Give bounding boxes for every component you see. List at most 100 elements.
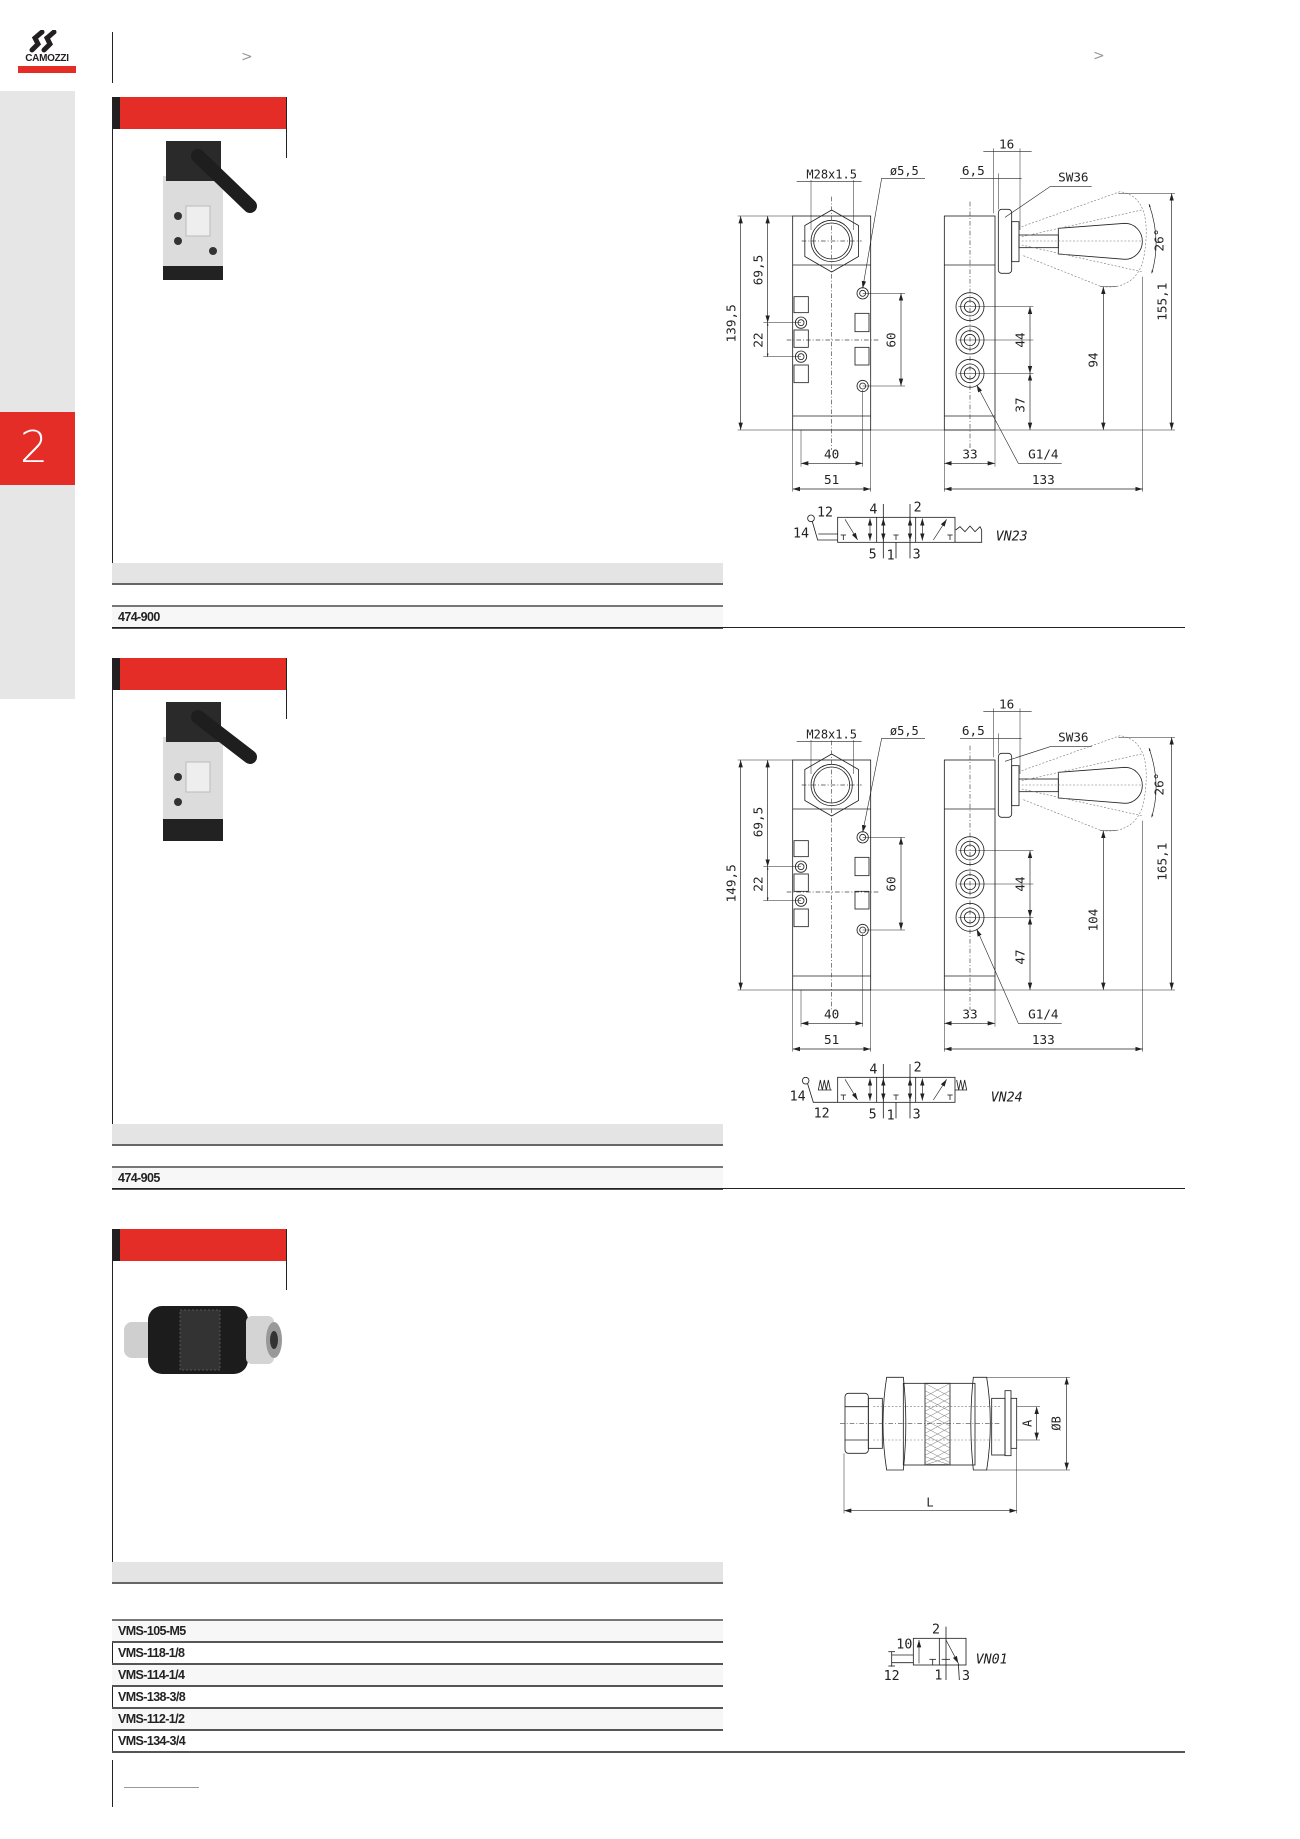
dimension-label: 51: [824, 1032, 839, 1047]
leader-line: [861, 178, 925, 289]
knurl-hatch: [924, 1434, 951, 1449]
leader-line: [976, 928, 1062, 1024]
product-table: 474-900: [112, 563, 723, 629]
chevron-right-icon[interactable]: >: [1093, 48, 1105, 64]
lever-stem: [1018, 778, 1059, 793]
knurl-hatch: [924, 1397, 951, 1412]
dimension-label: 40: [824, 446, 839, 461]
table-row[interactable]: VMS-138-3/8: [112, 1687, 723, 1709]
port-fitting: [793, 873, 809, 892]
leader-line: [1004, 186, 1092, 218]
angle-dimension: [1148, 203, 1157, 274]
knurl-hatch: [924, 1405, 951, 1419]
dimension-label: 14: [790, 1090, 806, 1105]
port-fitting: [793, 840, 809, 858]
dimension-label: 44: [1012, 876, 1027, 892]
dimension-label: 69,5: [750, 255, 765, 285]
dimension-label: 12: [884, 1669, 900, 1684]
leader-line: [976, 384, 1062, 464]
dimension-label: 3: [913, 1107, 921, 1120]
table-subheader: [112, 1146, 723, 1168]
knurl-hatch: [924, 1449, 951, 1463]
bushing: [1011, 221, 1020, 263]
stem-end: [1010, 1397, 1018, 1449]
header-box-edge: [286, 97, 287, 158]
lever-swing-envelope: [1021, 191, 1147, 288]
knurl-hatch: [924, 1427, 951, 1441]
lever-swing-line: [1021, 244, 1142, 272]
dimension-label: 47: [1012, 949, 1027, 964]
dimension-label: SW36: [1058, 170, 1088, 185]
table-row[interactable]: VMS-112-1/2: [112, 1709, 723, 1731]
dimension-label: 94: [1086, 352, 1101, 368]
spring-symbol: [955, 1079, 968, 1091]
dimension-label: 10: [896, 1637, 912, 1652]
manual-valve-lever-photo: [163, 141, 257, 280]
leader-line: [1004, 746, 1092, 762]
dimension-label: 5: [869, 1107, 877, 1120]
sleeve-body: [902, 1382, 976, 1466]
lock-nut: [997, 752, 1013, 818]
lever-symbol: [807, 1083, 838, 1103]
table-header: [112, 1124, 723, 1146]
port-fitting: [854, 856, 870, 877]
section-divider: [112, 627, 1185, 628]
footer-rule: [124, 1787, 199, 1788]
knurled-grip: [924, 1382, 951, 1466]
section-divider: [112, 1188, 1185, 1189]
flow-arrow: [945, 1639, 959, 1664]
sleeve-flange: [970, 1376, 991, 1471]
dimension-label: 40: [824, 1006, 839, 1021]
section-header-bar: [112, 97, 286, 129]
section-header-bar: [112, 1229, 286, 1261]
knurl-hatch: [924, 1456, 951, 1466]
dimension-label: 149,5: [725, 864, 739, 902]
camozzi-logo-icon: [18, 29, 76, 73]
product-table: 474-905: [112, 1124, 723, 1190]
dimension-label: ø5,5: [890, 724, 919, 738]
dimension-label: 12: [814, 1106, 830, 1120]
table-row[interactable]: 474-905: [112, 1168, 723, 1190]
dimension-label: L: [926, 1496, 933, 1510]
lever-stem: [1018, 234, 1059, 249]
symbol-code: VN24: [991, 1091, 1023, 1106]
dimension-label: 1: [934, 1668, 942, 1683]
sleeve-valve-photo: [124, 1306, 282, 1374]
table-row[interactable]: VMS-134-3/4: [112, 1731, 723, 1753]
dimension-label: 1: [887, 548, 895, 560]
table-row[interactable]: VMS-114-1/4: [112, 1665, 723, 1687]
chevron-right-icon[interactable]: >: [241, 49, 253, 65]
table-row[interactable]: VMS-118-1/8: [112, 1643, 723, 1665]
product-table: VMS-105-M5 VMS-118-1/8 VMS-114-1/4 VMS-1…: [112, 1562, 723, 1753]
dimension-label: 44: [1012, 332, 1027, 348]
symbol-code: VN23: [996, 530, 1028, 545]
dimension-label: 4: [869, 502, 877, 517]
section-frame: [112, 1229, 113, 1752]
chapter-tab[interactable]: 2: [0, 412, 75, 485]
flow-arrow: [933, 1079, 947, 1101]
dimension-label: A: [1021, 1419, 1035, 1427]
table-row[interactable]: VMS-105-M5: [112, 1621, 723, 1643]
bushing: [1011, 765, 1020, 807]
dimension-label: 5: [869, 547, 877, 560]
section-frame: [112, 658, 113, 1189]
chapter-number: 2: [20, 422, 48, 473]
dimension-label: 33: [962, 446, 977, 461]
table-row[interactable]: 474-900: [112, 607, 723, 629]
dimension-label: G1/4: [1028, 1006, 1059, 1021]
dimension-label: M28x1.5: [806, 167, 857, 181]
dimension-label: 4: [869, 1062, 877, 1077]
dimension-label: 22: [750, 876, 765, 891]
knurl-hatch: [924, 1383, 951, 1397]
flow-arrow: [844, 1079, 858, 1101]
dimension-label: 69,5: [750, 807, 765, 837]
dimension-label: SW36: [1058, 730, 1088, 745]
footer-divider: [112, 1760, 113, 1807]
chapter-sidebar: [0, 91, 75, 699]
port-fitting: [854, 312, 870, 333]
header-divider: [112, 32, 113, 83]
camozzi-logo[interactable]: CAMOZZI: [18, 29, 76, 74]
dimension-label: 155,1: [1155, 283, 1170, 321]
